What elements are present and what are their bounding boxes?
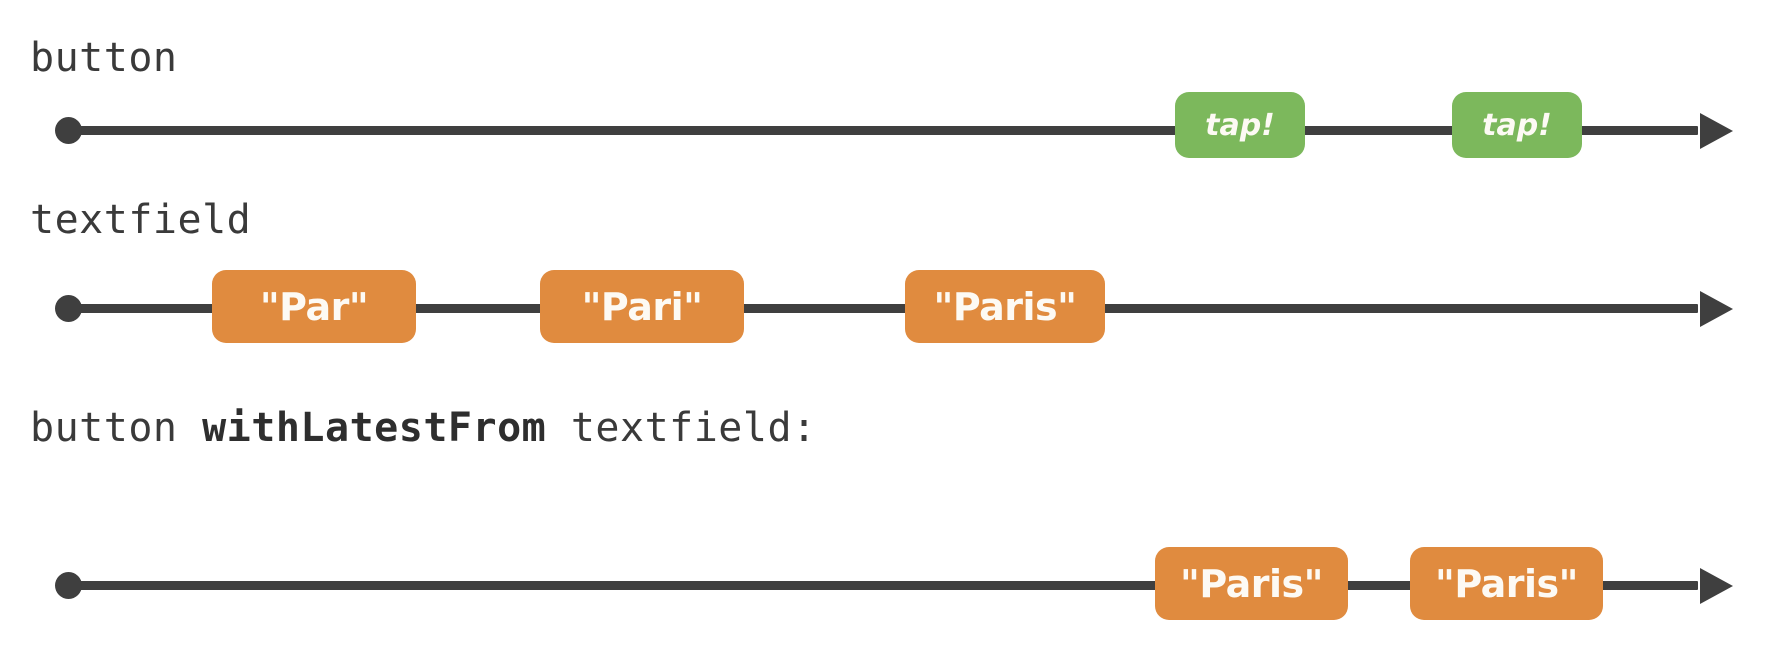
row-label-textfield: textfield — [30, 200, 251, 240]
marble-event[interactable]: tap! — [1175, 92, 1305, 158]
timeline-arrow-icon — [1700, 568, 1733, 604]
marble-event[interactable]: "Paris" — [905, 270, 1105, 343]
timeline-line — [68, 126, 1698, 135]
timeline-line — [68, 581, 1698, 590]
marble-event[interactable]: "Par" — [212, 270, 416, 343]
timeline-start-dot — [55, 117, 82, 144]
marble-event[interactable]: "Pari" — [540, 270, 744, 343]
row-label-operator: withLatestFrom — [202, 405, 547, 451]
marble-event[interactable]: tap! — [1452, 92, 1582, 158]
marble-event[interactable]: "Paris" — [1410, 547, 1603, 620]
timeline-start-dot — [55, 572, 82, 599]
timeline-start-dot — [55, 295, 82, 322]
timeline-arrow-icon — [1700, 291, 1733, 327]
timeline-arrow-icon — [1700, 113, 1733, 149]
row-label-tail: textfield: — [546, 405, 817, 451]
row-label-button-withlatestfrom-textfield: button withLatestFrom textfield: — [30, 408, 817, 448]
row-label-plain: textfield — [30, 197, 252, 243]
timeline-textfield — [0, 288, 1778, 328]
timeline-line — [68, 304, 1698, 313]
row-label-button: button — [30, 38, 178, 78]
marble-event[interactable]: "Paris" — [1155, 547, 1348, 620]
row-label-plain: button — [30, 405, 203, 451]
timeline-button-withlatestfrom-textfield — [0, 565, 1778, 605]
timeline-button — [0, 110, 1778, 150]
row-label-plain: button — [30, 35, 178, 81]
